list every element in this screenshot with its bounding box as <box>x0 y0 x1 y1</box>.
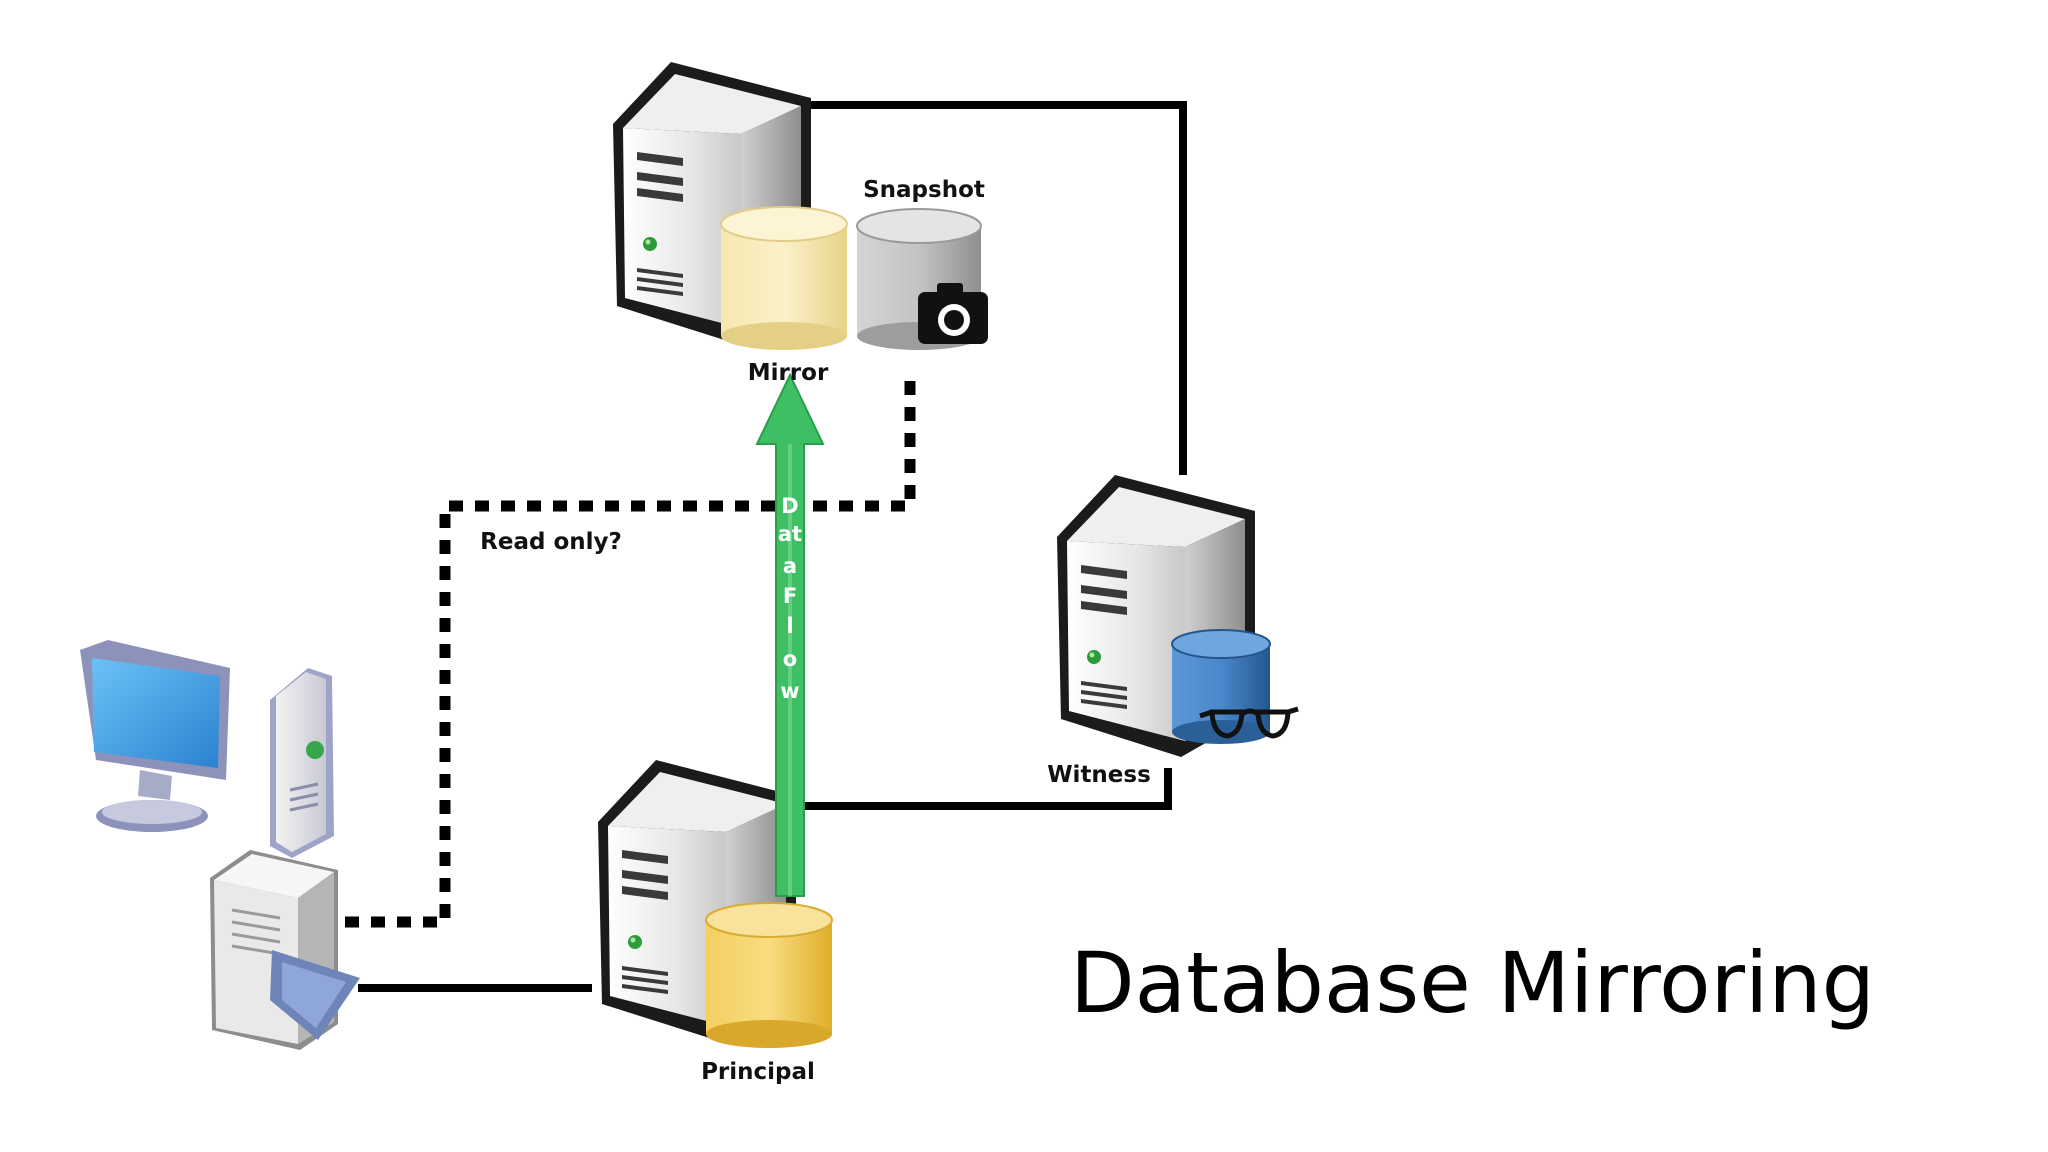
data-flow-letter: o <box>783 647 797 671</box>
data-flow-letter: w <box>780 679 799 703</box>
data-flow-letter: l <box>786 614 793 638</box>
application-server-icon <box>210 850 360 1050</box>
mirror-witness-connector <box>800 101 1187 475</box>
snapshot-label: Snapshot <box>863 177 985 203</box>
glasses-icon <box>1199 706 1299 739</box>
data-flow-letter: at <box>778 522 802 546</box>
principal-witness-connector <box>780 768 1172 810</box>
witness-server <box>1057 475 1299 757</box>
snapshot-database <box>856 208 988 350</box>
data-flow-letter: F <box>783 584 797 608</box>
mirror-database-icon <box>720 206 848 350</box>
data-flow-arrow <box>755 372 825 897</box>
read-only-label: Read only? <box>480 529 622 555</box>
mirror-label: Mirror <box>748 360 829 386</box>
mirror-server <box>613 62 848 350</box>
data-flow-letter: a <box>783 554 797 578</box>
desktop-computer-icon <box>80 640 334 858</box>
data-flow-letter: D <box>781 494 798 518</box>
principal-database-icon <box>705 902 833 1048</box>
witness-label: Witness <box>1047 762 1151 788</box>
witness-database-icon <box>1171 629 1271 744</box>
principal-server <box>598 760 833 1048</box>
principal-label: Principal <box>701 1059 815 1085</box>
slide-title: Database Mirroring <box>1070 934 1875 1032</box>
client-computer <box>80 640 360 1050</box>
camera-icon <box>918 283 988 344</box>
read-only-dashed-connector <box>345 372 916 928</box>
